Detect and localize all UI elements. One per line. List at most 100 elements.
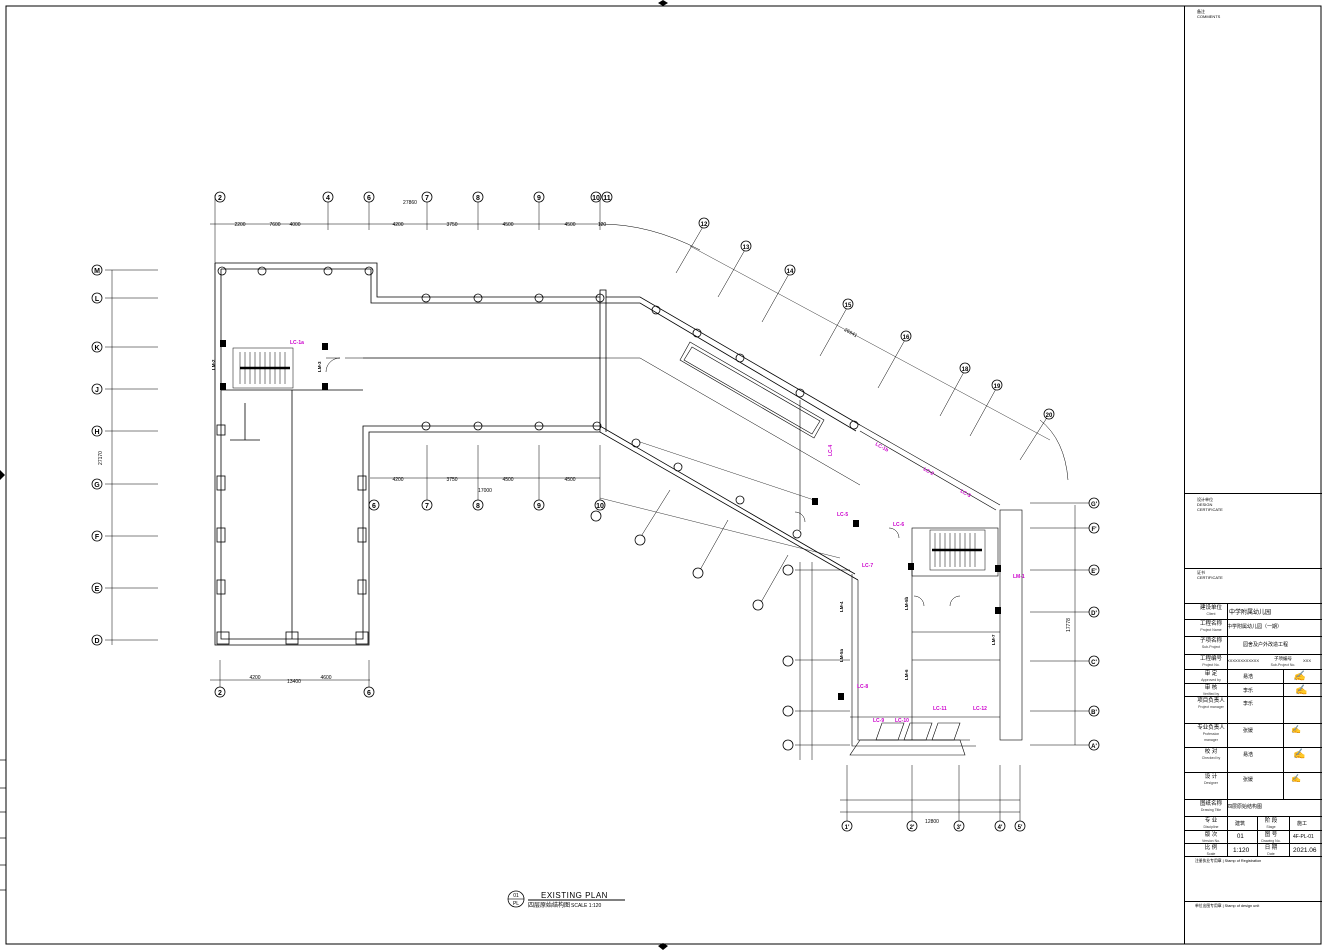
svg-text:L: L <box>95 296 100 303</box>
prof-signature: ✍ <box>1291 725 1301 734</box>
svg-text:B': B' <box>1091 710 1097 716</box>
svg-text:4500: 4500 <box>564 477 575 483</box>
element-tags: LC-1a LC-1b LC-2 LC-3 LC-4 LC-5 LC-6 LC-… <box>290 340 1025 724</box>
solid-columns <box>220 340 1001 700</box>
svg-text:01: 01 <box>513 893 519 899</box>
checked-value: 易浩 <box>1243 752 1254 758</box>
designer-signature: ✍ <box>1291 774 1301 783</box>
date-value: 2021.06 <box>1293 847 1317 854</box>
svg-text:9: 9 <box>537 195 541 202</box>
svg-text:10: 10 <box>592 195 600 202</box>
left-wing-walls <box>214 262 861 646</box>
svg-text:17000: 17000 <box>478 488 492 494</box>
subproject-no-value: XXX <box>1303 658 1312 663</box>
svg-text:LC-5: LC-5 <box>837 512 848 518</box>
svg-text:F': F' <box>1091 527 1097 533</box>
door-swings <box>325 357 961 607</box>
svg-text:LC-1a: LC-1a <box>290 340 304 346</box>
svg-text:3': 3' <box>957 825 962 831</box>
svg-text:1': 1' <box>845 825 850 831</box>
svg-text:H: H <box>94 429 99 436</box>
svg-text:6: 6 <box>367 690 371 697</box>
svg-text:16: 16 <box>903 335 910 341</box>
svg-text:120: 120 <box>598 222 607 228</box>
svg-text:4: 4 <box>326 195 330 202</box>
approved-value: 易浩 <box>1243 674 1254 680</box>
svg-text:26941: 26941 <box>843 327 858 339</box>
svg-text:K: K <box>94 345 99 352</box>
tb-col-divider <box>1227 603 1228 856</box>
svg-text:7: 7 <box>425 503 429 510</box>
svg-text:4500: 4500 <box>564 222 575 228</box>
svg-text:LM-2: LM-2 <box>211 359 216 370</box>
svg-text:2200: 2200 <box>234 222 245 228</box>
svg-text:PL: PL <box>513 901 519 907</box>
svg-text:2': 2' <box>910 825 915 831</box>
svg-text:SCALE 1:120: SCALE 1:120 <box>571 903 602 909</box>
svg-text:17778: 17778 <box>1066 618 1072 632</box>
left-strip <box>0 759 6 891</box>
svg-text:F: F <box>95 534 100 541</box>
svg-text:LM-5a: LM-5a <box>839 649 844 662</box>
svg-text:D': D' <box>1091 611 1097 617</box>
sheet-marker-bottom <box>658 943 668 950</box>
svg-text:E': E' <box>1091 569 1097 575</box>
svg-text:13400: 13400 <box>287 679 301 685</box>
left-stair <box>232 347 294 389</box>
svg-text:27170: 27170 <box>98 451 104 465</box>
svg-text:5': 5' <box>1018 825 1023 831</box>
svg-text:四层原始结构图: 四层原始结构图 <box>528 901 570 909</box>
svg-text:LC-10: LC-10 <box>895 718 909 724</box>
svg-text:LC-2: LC-2 <box>922 467 935 478</box>
svg-text:14: 14 <box>787 269 794 275</box>
svg-text:D: D <box>94 638 99 645</box>
diagonal-wing <box>639 341 1023 756</box>
client-value: 中学附属幼儿园 <box>1229 610 1272 616</box>
svg-text:LC-11: LC-11 <box>933 706 947 712</box>
svg-text:13: 13 <box>743 245 750 251</box>
sheet-marker-left <box>0 470 5 480</box>
svg-text:LM-5b: LM-5b <box>904 597 909 610</box>
element-tags-black: LM-2 LM-3 LM-4 LM-5a LM-5b LM-6 LM-7 <box>211 359 996 680</box>
svg-text:LC-8: LC-8 <box>857 684 868 690</box>
stamp-unit-label: 单位出图专用章 | Stamp of design unit <box>1195 904 1260 908</box>
drawing-no-value: 4F-PL-01 <box>1293 834 1314 840</box>
subproject-value: 园舍及户外改造工程 <box>1243 642 1289 648</box>
dimension-values: 27860 2200 7600 4000 4200 3750 4500 4500… <box>98 200 1072 825</box>
axis-labels: 2 4 6 7 8 9 10 11 M L K J H G F E D 2 6 … <box>94 195 1098 831</box>
plan-caption: 01 PL EXISTING PLAN 四层原始结构图 SCALE 1:120 <box>507 890 625 909</box>
project-no-value: XXXXXXXXXXXX <box>1227 658 1260 663</box>
svg-text:19: 19 <box>994 384 1001 390</box>
svg-text:4200: 4200 <box>392 222 403 228</box>
svg-text:2: 2 <box>218 690 222 697</box>
svg-text:LM-1: LM-1 <box>1013 574 1025 580</box>
stage-value: 施工 <box>1297 821 1308 827</box>
verified-value: 李乐 <box>1243 688 1254 694</box>
designer-value: 张媛 <box>1243 777 1254 783</box>
svg-text:6: 6 <box>367 195 371 202</box>
verified-signature: ✍ <box>1295 685 1308 696</box>
columns <box>216 266 859 645</box>
svg-text:E: E <box>95 586 100 593</box>
svg-text:10: 10 <box>596 503 604 510</box>
svg-text:8: 8 <box>476 195 480 202</box>
svg-text:G: G <box>94 482 100 489</box>
svg-text:11: 11 <box>603 195 611 202</box>
discipline-value: 建筑 <box>1235 821 1246 827</box>
svg-text:4200: 4200 <box>249 675 260 681</box>
